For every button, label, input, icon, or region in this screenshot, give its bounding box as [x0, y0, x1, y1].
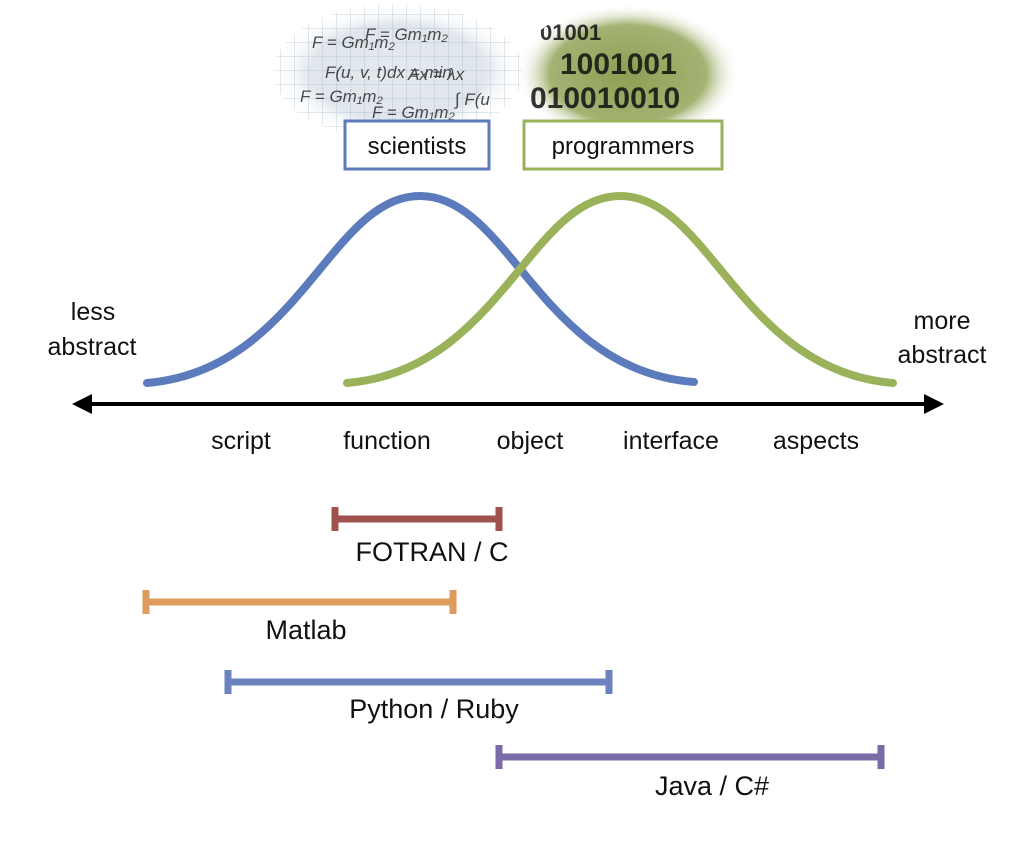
svg-text:∫ F(u: ∫ F(u	[454, 90, 490, 109]
language-range-java-csharp: Java / C#	[495, 745, 885, 801]
language-range-fotran-c: FOTRAN / C	[331, 507, 509, 567]
scientists-box: scientists	[343, 119, 491, 171]
tick-object: object	[497, 427, 564, 455]
svg-text:F = Gm₁m₂: F = Gm₁m₂	[372, 103, 455, 122]
tick-script: script	[211, 427, 271, 455]
svg-text:01001: 01001	[540, 20, 601, 45]
language-label-matlab: Matlab	[265, 615, 346, 645]
less-abstract-line2: abstract	[48, 333, 137, 361]
svg-text:F = Gm₁m₂: F = Gm₁m₂	[365, 25, 448, 44]
svg-text:F = Gm₁m₂: F = Gm₁m₂	[300, 87, 383, 106]
scientists-label: scientists	[368, 133, 467, 160]
tick-aspects: aspects	[773, 427, 859, 455]
language-range-python-ruby: Python / Ruby	[224, 670, 613, 724]
svg-text:F(u, v, t)dx = min: F(u, v, t)dx = min	[325, 63, 452, 82]
less-abstract-line1: less	[71, 298, 115, 326]
language-label-java-csharp: Java / C#	[655, 771, 769, 801]
programmers-label: programmers	[552, 133, 695, 160]
svg-text:F = Gm₁m₂: F = Gm₁m₂	[312, 33, 395, 52]
svg-text:Ax = λx: Ax = λx	[407, 65, 465, 84]
more-abstract-line2: abstract	[898, 341, 987, 369]
language-label-fotran-c: FOTRAN / C	[356, 537, 509, 567]
svg-text:010010010: 010010010	[530, 82, 680, 115]
scientists-curve	[143, 191, 698, 387]
programmers-box: programmers	[522, 119, 724, 171]
svg-text:1001001: 1001001	[560, 48, 677, 81]
programmers-curve	[343, 191, 897, 387]
binary-image: 01001 1001001 010010010 1001	[516, 4, 740, 144]
abstraction-axis	[72, 394, 944, 414]
language-label-python-ruby: Python / Ruby	[349, 694, 519, 724]
tick-interface: interface	[623, 427, 719, 455]
equations-image: F = Gm₁m₂ F(u, v, t)dx = min F = Gm₁m₂ A…	[273, 4, 523, 140]
tick-function: function	[343, 427, 431, 455]
language-range-matlab: Matlab	[142, 590, 457, 645]
more-abstract-line1: more	[914, 307, 971, 335]
arrow-right-icon	[924, 394, 944, 414]
arrow-left-icon	[72, 394, 92, 414]
